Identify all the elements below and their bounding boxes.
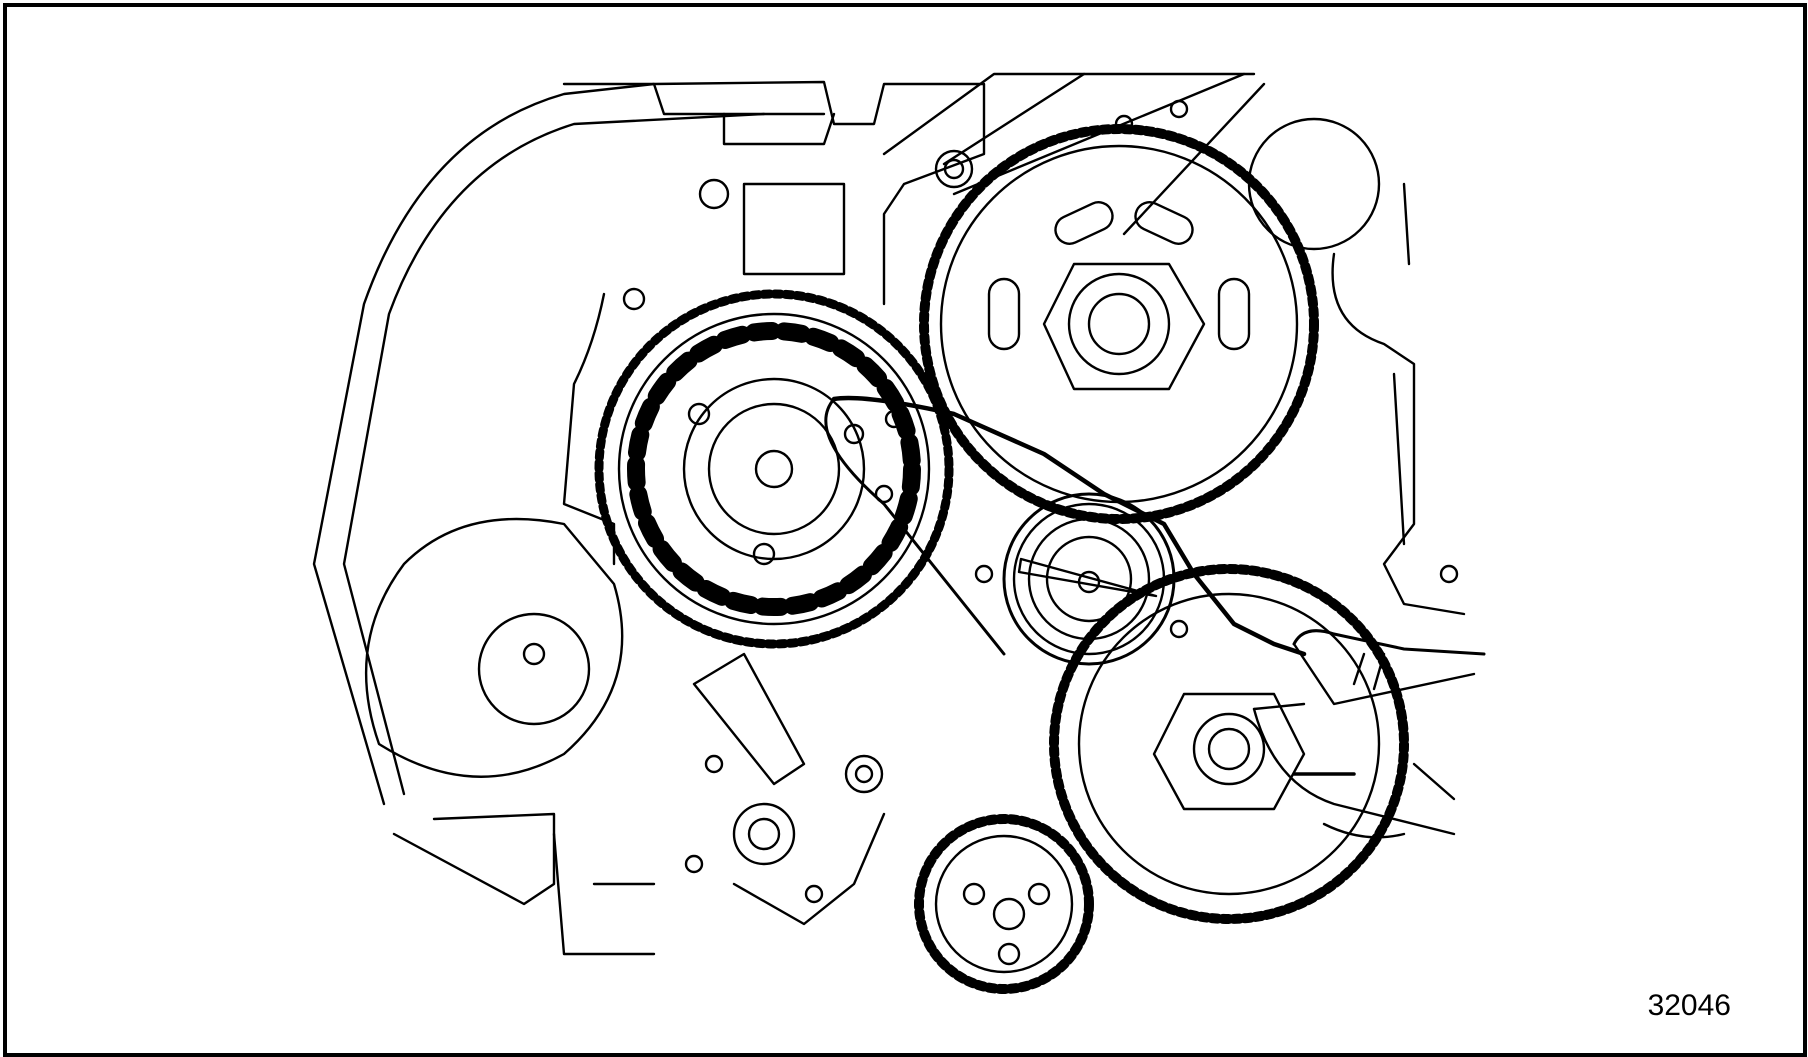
small-lower-gear (914, 814, 1094, 994)
hand (1252, 629, 1486, 839)
lower-idler-gear (1049, 564, 1409, 924)
lower-bracket (684, 652, 886, 926)
crank-pulley (365, 517, 624, 778)
figure-number: 32046 (1647, 989, 1731, 1022)
cam-gear-right (919, 124, 1319, 524)
timing-gear-diagram (312, 72, 1486, 994)
figure-frame: 32046 (3, 3, 1807, 1057)
tensioner-arm (824, 395, 1307, 657)
housing-outline (312, 72, 1466, 956)
tensioner-pulley (1002, 492, 1176, 666)
cam-gear-left (594, 287, 954, 649)
